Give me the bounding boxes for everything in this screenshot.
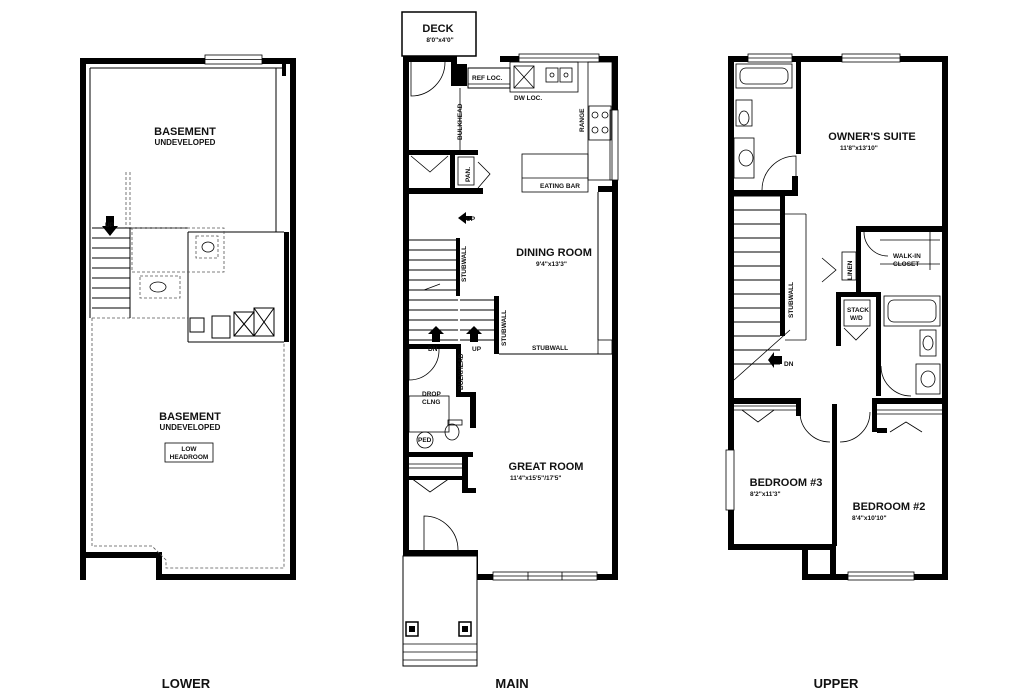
stubwall-bottom-label: STUBWALL — [532, 345, 568, 352]
owners-suite-label: OWNER'S SUITE — [828, 131, 916, 143]
main-stair-up-lower-label: UP — [472, 346, 482, 353]
lower-basement-top-label: BASEMENT — [154, 126, 216, 138]
upper-level-plan: OWNER'S SUITE 11'8"x13'10" WALK-IN CLOSE… — [725, 53, 948, 581]
dw-loc-label: DW LOC. — [514, 95, 542, 102]
low-headroom-line2: HEADROOM — [170, 454, 209, 461]
main-up-arrow-lower-icon — [466, 326, 482, 342]
great-room-label: GREAT ROOM — [509, 461, 584, 473]
upper-stairs — [733, 195, 807, 381]
lower-basement-bottom-label: BASEMENT — [159, 411, 221, 423]
ref-loc-label: REF LOC. — [472, 75, 503, 82]
lower-future-bath — [131, 227, 225, 299]
bedroom-3-dim: 8'2"x11'3" — [750, 491, 781, 498]
up-arrow-icon — [102, 216, 118, 236]
range-label: RANGE — [579, 108, 586, 132]
drop-clng-line2: CLNG — [422, 399, 440, 406]
deck-outline — [401, 11, 477, 57]
bedroom-3-label: BEDROOM #3 — [750, 477, 823, 489]
stack-wd-line2: W/D — [850, 315, 863, 322]
main-dn-arrow-icon — [428, 326, 444, 342]
main-stairs — [409, 238, 494, 341]
upper-stubwall-label: STUBWALL — [788, 282, 795, 318]
upper-level-title: UPPER — [814, 676, 859, 691]
main-level-plan: DECK 8'0"x4'0" — [401, 11, 619, 667]
bulkhead-lower-label: BULKHEAD — [458, 353, 465, 390]
lower-basement-bottom-sub: UNDEVELOPED — [160, 423, 221, 432]
lower-basement-top-sub: UNDEVELOPED — [155, 138, 216, 147]
lower-stairs — [92, 172, 188, 318]
bedroom-2-dim: 8'4"x10'10" — [852, 515, 887, 522]
deck-label: DECK — [422, 23, 453, 35]
lower-stair-up-label: UP — [105, 222, 115, 229]
owners-suite-dim: 11'8"x13'10" — [840, 145, 878, 152]
main-stair-dn-label: DN — [428, 346, 438, 353]
walkin-closet-line1: WALK-IN — [893, 253, 921, 260]
main-level-title: MAIN — [495, 676, 528, 691]
front-porch — [402, 555, 478, 667]
main-stair-up-label: UP — [466, 216, 476, 223]
main-up-arrow-icon — [458, 212, 472, 224]
lower-level-plan: UP BASEMENT UNDEVELOPED BASEMENT UNDEVEL… — [80, 54, 296, 580]
lower-level-title: LOWER — [162, 676, 211, 691]
upper-dn-arrow-icon — [768, 352, 782, 368]
deck-dim: 8'0"x4'0" — [426, 37, 453, 44]
stubwall-left-label: STUBWALL — [461, 246, 468, 282]
linen-label: LINEN — [847, 260, 854, 280]
walkin-closet-line2: CLOSET — [893, 261, 919, 268]
lower-mechanical — [189, 307, 275, 339]
ped-label: PED — [418, 437, 432, 444]
bedroom-2-label: BEDROOM #2 — [853, 501, 926, 513]
dining-room-label: DINING ROOM — [516, 247, 592, 259]
dining-room-dim: 9'4"x13'3" — [536, 261, 567, 268]
low-headroom-line1: LOW — [181, 446, 197, 453]
upper-stair-dn-label: DN — [784, 361, 794, 368]
low-headroom-note-box — [164, 442, 214, 463]
great-room-dim: 11'4"x15'5"/17'5" — [510, 475, 561, 482]
bulkhead-upper-label: BULKHEAD — [457, 103, 464, 140]
eating-bar-label: EATING BAR — [540, 183, 580, 190]
drop-clng-line1: DROP — [422, 391, 441, 398]
stubwall-mid-label: STUBWALL — [501, 310, 508, 346]
pantry-label: PAN. — [465, 167, 472, 182]
stack-wd-line1: STACK — [847, 307, 869, 314]
